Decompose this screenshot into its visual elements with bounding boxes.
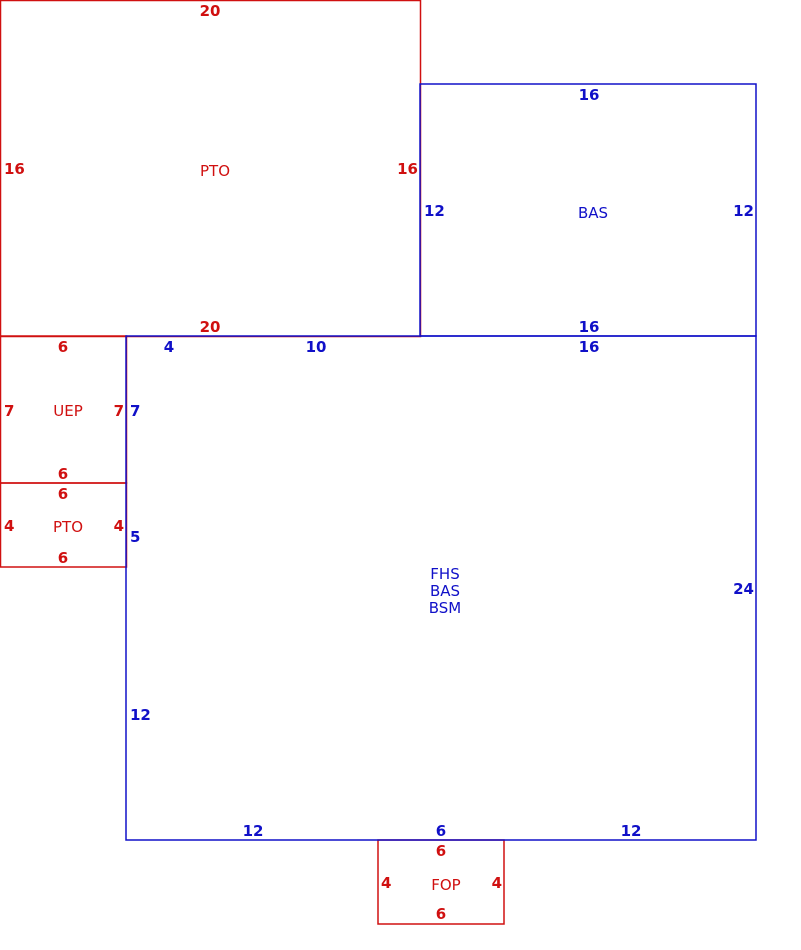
main-label-1: FHS (430, 565, 459, 583)
uep-dim-right: 7 (114, 402, 124, 420)
main-dim-bottom-c: 12 (621, 822, 642, 840)
pto-small-dim-bottom: 6 (58, 549, 68, 567)
uep-area: 6 7 7 6 UEP (4, 338, 124, 483)
fop-dim-bottom: 6 (436, 905, 446, 923)
bas-right-dim-top: 16 (579, 86, 600, 104)
main-dim-bottom-a: 12 (243, 822, 264, 840)
pto-top-dim-left: 16 (4, 160, 25, 178)
main-dim-top-c: 16 (579, 338, 600, 356)
pto-small-dim-left: 4 (4, 517, 14, 535)
uep-label: UEP (53, 402, 83, 420)
bas-right-label: BAS (578, 204, 608, 222)
uep-dim-top: 6 (58, 338, 68, 356)
main-label-3: BSM (429, 599, 462, 617)
pto-top-area: 20 16 16 20 PTO (4, 2, 418, 336)
bas-right-dim-left: 12 (424, 202, 445, 220)
main-dim-left-b: 5 (130, 528, 140, 546)
pto-top-label: PTO (200, 162, 230, 180)
pto-small-dim-top: 6 (58, 485, 68, 503)
main-dim-bottom-b: 6 (436, 822, 446, 840)
pto-small-area: 6 4 4 6 PTO (4, 485, 124, 567)
main-outline (125, 335, 757, 841)
fop-area: 6 4 4 6 FOP (381, 842, 502, 923)
pto-small-dim-right: 4 (114, 517, 124, 535)
main-dim-top-b: 10 (306, 338, 327, 356)
bas-right-area: 16 12 12 16 BAS (424, 86, 754, 336)
main-area: 4 10 16 7 5 12 24 12 6 12 FHS BAS BSM (130, 338, 754, 840)
pto-top-dim-bottom: 20 (200, 318, 221, 336)
main-dim-top-a: 4 (164, 338, 174, 356)
main-dim-right: 24 (733, 580, 754, 598)
bas-right-dim-right: 12 (733, 202, 754, 220)
uep-dim-bottom: 6 (58, 465, 68, 483)
uep-dim-left: 7 (4, 402, 14, 420)
pto-top-dim-top: 20 (200, 2, 221, 20)
main-dim-left-c: 12 (130, 706, 151, 724)
pto-small-label: PTO (53, 518, 83, 536)
fop-dim-left: 4 (381, 874, 391, 892)
main-label-2: BAS (430, 582, 460, 600)
fop-dim-top: 6 (436, 842, 446, 860)
fop-dim-right: 4 (492, 874, 502, 892)
bas-right-dim-bottom: 16 (579, 318, 600, 336)
fop-label: FOP (431, 876, 460, 894)
pto-top-dim-right: 16 (397, 160, 418, 178)
main-dim-left-a: 7 (130, 402, 140, 420)
